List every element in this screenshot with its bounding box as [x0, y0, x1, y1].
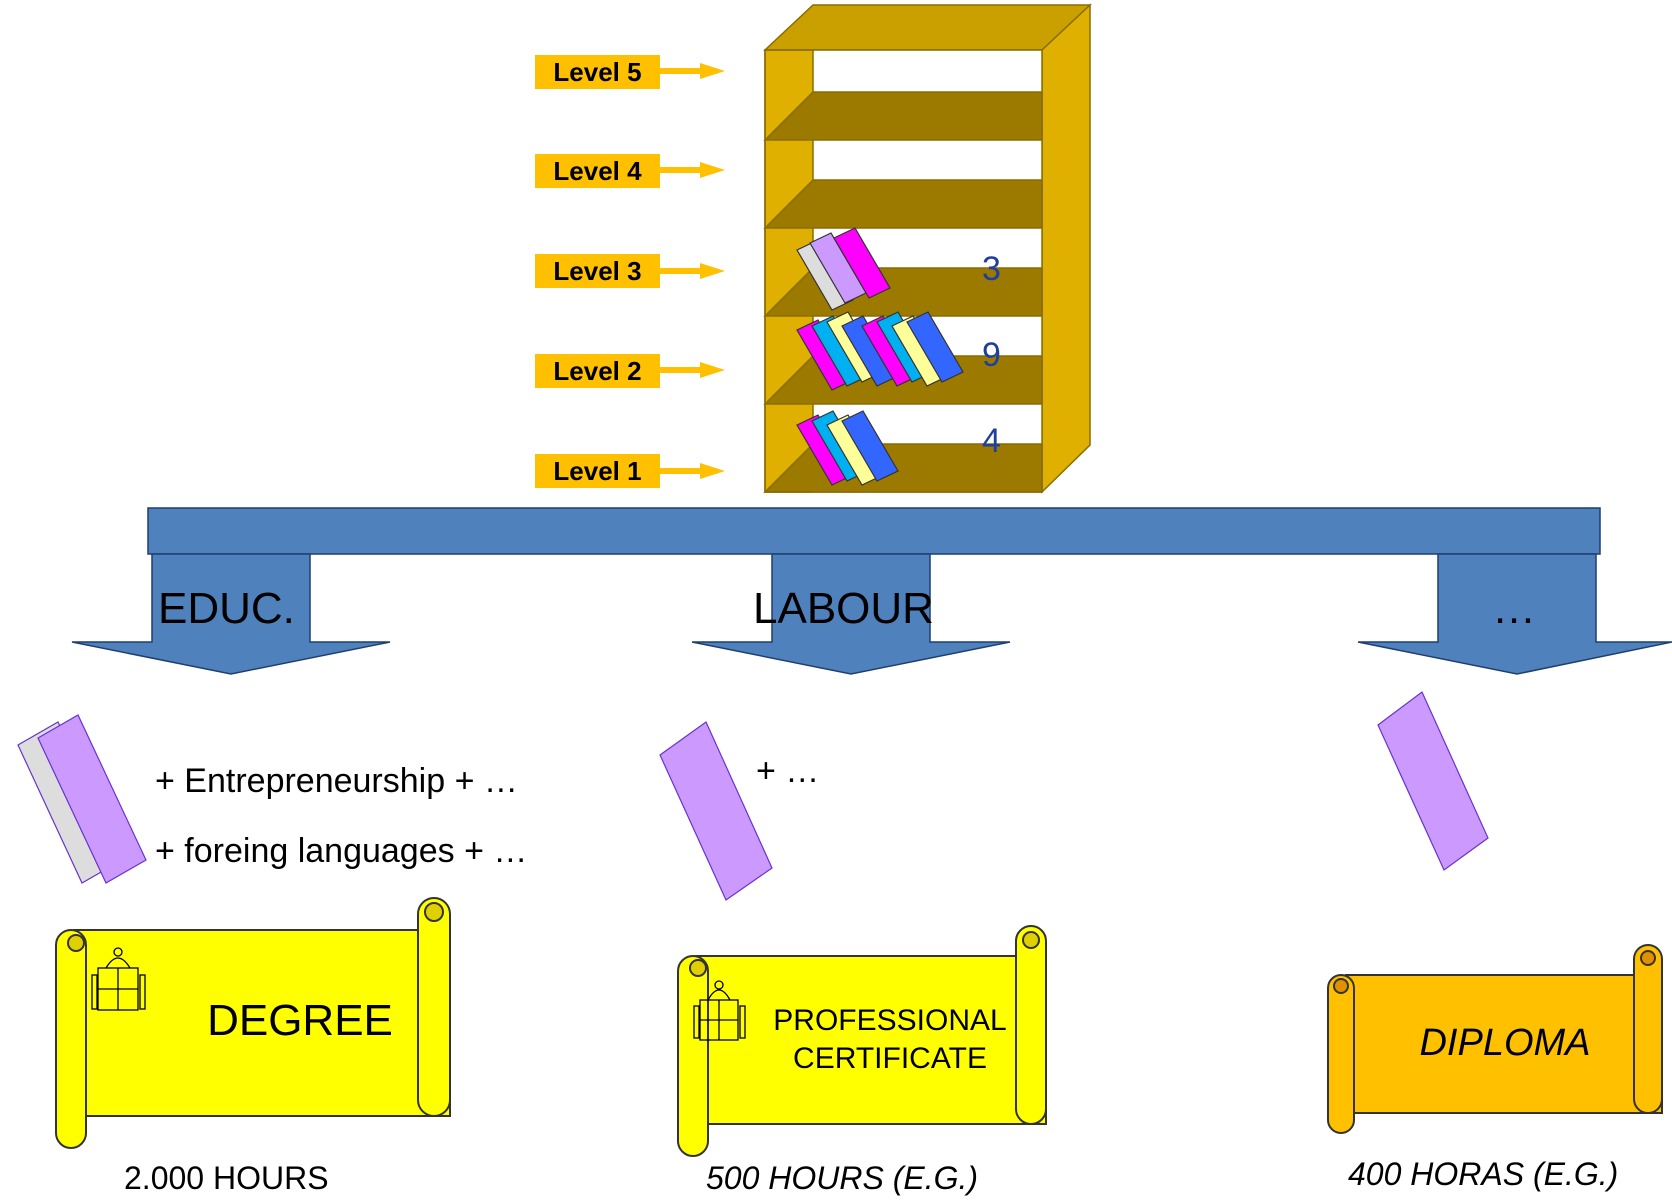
educ-extra-languages: + foreing languages + … — [155, 832, 528, 870]
scroll-curl — [1022, 931, 1040, 949]
diploma-hours: 400 HORAS (E.G.) — [1348, 1156, 1619, 1192]
level4-arrow — [660, 162, 725, 178]
coat-of-arms-professional-icon — [693, 980, 746, 1041]
books-level3 — [796, 227, 891, 311]
scroll-left-roll — [55, 929, 87, 1149]
scroll-right-roll — [1633, 944, 1663, 1114]
distribution-bar — [147, 507, 1601, 555]
level-arrows — [660, 63, 725, 479]
degree-title: DEGREE — [207, 996, 393, 1045]
level-3-label: Level 3 — [535, 254, 660, 288]
labour-book — [659, 721, 773, 901]
level-3-count: 3 — [982, 250, 1001, 288]
professional-title-line1: PROFESSIONAL — [773, 1004, 1007, 1037]
professional-title: PROFESSIONAL CERTIFICATE — [755, 1002, 1025, 1078]
level-5-label: Level 5 — [535, 55, 660, 89]
level1-arrow — [660, 463, 725, 479]
books-level2 — [796, 311, 964, 391]
level-2-count: 9 — [982, 336, 1001, 374]
bookcase-outline — [764, 49, 1043, 493]
diploma-scroll — [1327, 944, 1663, 1134]
level3-arrow — [660, 263, 725, 279]
bookcase-top — [763, 4, 1092, 51]
educ-books — [17, 714, 147, 884]
scroll-curl — [1640, 950, 1656, 966]
scroll-left-roll — [1327, 974, 1355, 1134]
scroll-right-roll — [1015, 925, 1047, 1125]
scroll-curl — [689, 959, 707, 977]
scroll-body — [73, 929, 451, 1117]
professional-hours: 500 HOURS (E.G.) — [706, 1160, 979, 1196]
degree-scroll — [55, 897, 451, 1149]
level-1-label: Level 1 — [535, 454, 660, 488]
branch-labour-label: LABOUR — [753, 584, 934, 633]
educ-extra-entrepreneurship: + Entrepreneurship + … — [155, 762, 518, 800]
level5-arrow — [660, 63, 725, 79]
book — [37, 714, 147, 884]
level-1-count: 4 — [982, 422, 1001, 460]
book — [841, 410, 899, 482]
branch-other-label: … — [1492, 584, 1536, 633]
branch-educ-label: EDUC. — [158, 584, 295, 633]
diploma-title: DIPLOMA — [1419, 1022, 1591, 1064]
book — [906, 311, 964, 383]
level-2-label: Level 2 — [535, 354, 660, 388]
shelf-4-board — [763, 179, 1043, 229]
scroll-left-roll — [677, 955, 709, 1157]
scroll-right-roll — [417, 897, 451, 1117]
scroll-curl — [67, 934, 85, 952]
level-4-label: Level 4 — [535, 154, 660, 188]
coat-of-arms-degree-icon — [91, 947, 146, 1011]
book — [833, 227, 891, 299]
other-arrow — [1357, 553, 1672, 675]
other-book — [1377, 691, 1489, 871]
scroll-body — [695, 955, 1047, 1125]
degree-hours: 2.000 HOURS — [124, 1160, 329, 1196]
scroll-curl — [1333, 978, 1349, 994]
shelf-5-board — [763, 91, 1043, 141]
labour-arrow — [691, 553, 1011, 675]
educ-arrow — [71, 553, 391, 675]
bookcase-side — [1041, 3, 1091, 494]
professional-title-line2: CERTIFICATE — [793, 1042, 987, 1075]
books-level1 — [796, 410, 899, 486]
level2-arrow — [660, 362, 725, 378]
labour-extra: + … — [756, 752, 820, 790]
scroll-curl — [424, 902, 444, 922]
professional-scroll — [677, 925, 1047, 1157]
